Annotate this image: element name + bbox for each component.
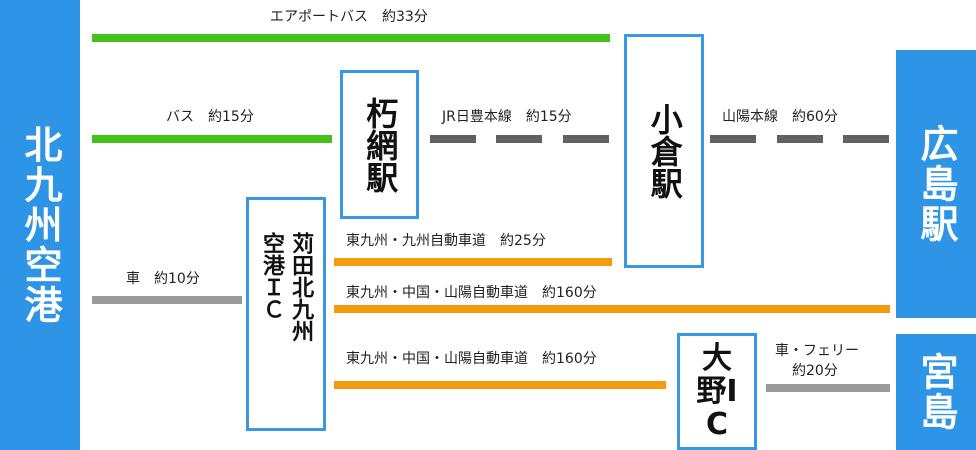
route-line-higashi-chugoku-sanyo-oono bbox=[334, 381, 666, 389]
route-label-car-ferry-time: 約20分 bbox=[792, 363, 838, 379]
route-label-car: 車 約10分 bbox=[126, 271, 200, 287]
rail-dash bbox=[496, 135, 542, 143]
rail-dash bbox=[563, 135, 609, 143]
station-kokura: 小倉駅 bbox=[624, 34, 704, 268]
route-line-higashi-kyushu-kyushu bbox=[334, 258, 612, 266]
route-label-car-ferry: 車・フェリー bbox=[775, 343, 859, 359]
route-label-higashi-kyushu-kyushu: 東九州・九州自動車道 約25分 bbox=[346, 233, 546, 249]
rail-dash bbox=[777, 135, 823, 143]
route-label-bus: バス 約15分 bbox=[166, 109, 254, 125]
station-kutsuami: 朽網駅 bbox=[340, 70, 419, 219]
route-line-car-ferry bbox=[766, 384, 890, 392]
route-line-bus bbox=[92, 135, 332, 143]
rail-dash bbox=[430, 135, 476, 143]
rail-dash bbox=[843, 135, 889, 143]
route-label-airport-bus: エアポートバス 約33分 bbox=[270, 9, 428, 25]
rail-dash bbox=[710, 135, 756, 143]
station-oono-ic: 大野IC bbox=[677, 333, 757, 450]
route-label-higashi-chugoku-sanyo-oono: 東九州・中国・山陽自動車道 約160分 bbox=[346, 351, 597, 367]
station-kanda-kitakyushu-airport-ic: 苅田北九州 空港ＩＣ bbox=[246, 197, 326, 431]
kanda-ic-label-line2: 空港ＩＣ bbox=[259, 232, 284, 320]
destination-hiroshima-station: 広島駅 bbox=[896, 50, 976, 318]
route-line-airport-bus bbox=[92, 34, 610, 42]
destination-miyajima: 宮島 bbox=[896, 334, 976, 450]
route-line-car bbox=[92, 296, 242, 304]
route-label-jr-nippo: JR日豊本線 約15分 bbox=[442, 109, 572, 125]
route-label-sanyo-main: 山陽本線 約60分 bbox=[722, 109, 838, 125]
origin-kitakyushu-airport: 北九州空港 bbox=[0, 0, 80, 450]
kanda-ic-label-line1: 苅田北九州 bbox=[288, 232, 314, 342]
route-line-higashi-chugoku-sanyo-hiroshima bbox=[334, 305, 890, 313]
route-label-higashi-chugoku-sanyo-hiroshima: 東九州・中国・山陽自動車道 約160分 bbox=[346, 285, 597, 301]
